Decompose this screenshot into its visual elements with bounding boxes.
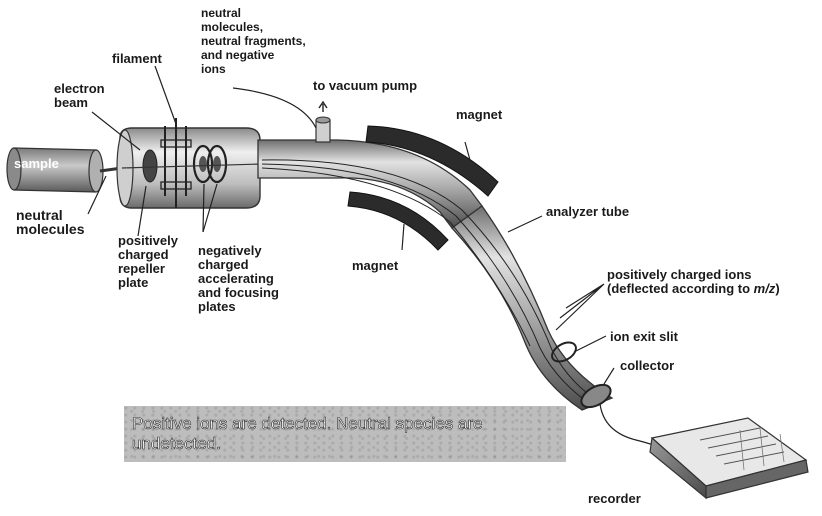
collector-label: collector [620,359,674,373]
repeller-plate-label: positively charged repeller plate [118,234,178,290]
filament-label: filament [112,52,162,66]
sample-label: sample [14,157,59,171]
detection-note-text: Positive ions are detected. Neutral spec… [132,414,562,454]
neutral-fragments-label: neutral molecules, neutral fragments, an… [201,6,306,76]
accelerating-plates-label: negatively charged accelerating and focu… [198,244,279,314]
magnet-bottom-label: magnet [352,259,398,273]
vacuum-pump-label: to vacuum pump [313,79,417,93]
recorder-label: recorder [588,492,641,506]
ionization-chamber [117,118,262,208]
electron-beam-label: electron beam [54,82,105,110]
analyzer-tube-label: analyzer tube [546,205,629,219]
positive-ions-label: positively charged ions (deflected accor… [607,268,780,296]
ion-exit-slit-label: ion exit slit [610,330,678,344]
recorder-device [650,418,808,498]
analyzer-tube-lower [452,206,612,410]
magnet-top-label: magnet [456,108,502,122]
detection-note: Positive ions are detected. Neutral spec… [124,406,566,462]
neutral-molecules-label: neutral molecules [16,208,84,236]
vacuum-port [316,102,330,142]
